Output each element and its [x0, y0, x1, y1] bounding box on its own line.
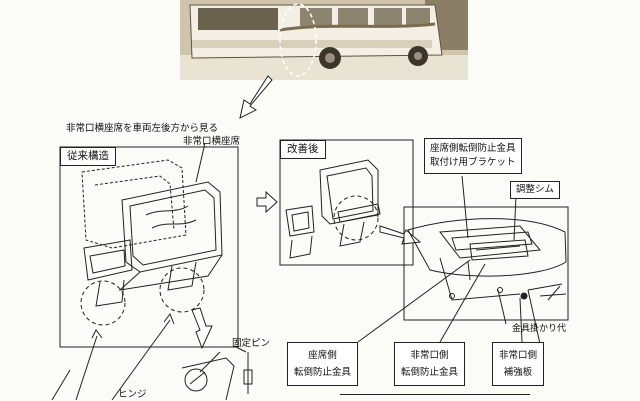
fitting-margin-label: 金具掛かり代	[512, 324, 567, 334]
view-caption: 非常口横座席を車両左後方から見る	[66, 123, 219, 134]
bracket-label: 座席側転倒防止金具 取付け用ブラケット	[424, 138, 522, 174]
seat-side-stopper-label: 座席側 転倒防止金具	[287, 342, 359, 386]
fixed-pin-label: 固定ピン	[232, 338, 271, 349]
exit-side-plate-label: 非常口側 補強板	[492, 342, 545, 386]
hinge-label: ヒンジ	[118, 389, 147, 400]
emergency-side-seat-label: 非常口横座席	[183, 136, 241, 147]
exit-side-stopper-label: 非常口側 転倒防止金具	[394, 342, 466, 386]
bottom-bracket	[340, 394, 530, 401]
improved-title: 改善後	[280, 140, 326, 159]
shim-label: 調整シム	[510, 181, 561, 199]
conventional-title: 従来構造	[60, 147, 116, 166]
bus-photo	[180, 0, 468, 80]
